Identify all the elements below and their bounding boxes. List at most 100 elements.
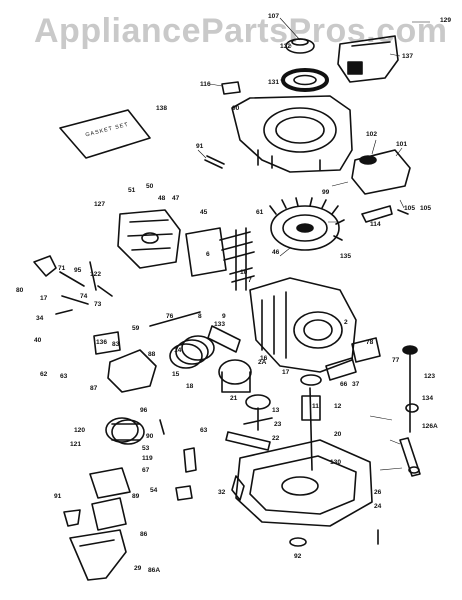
callout-11: 11 bbox=[312, 403, 319, 410]
callout-24: 24 bbox=[374, 503, 382, 510]
part-cap-assembly bbox=[337, 35, 399, 83]
callout-18: 18 bbox=[186, 383, 194, 390]
part-air-cleaner-housing bbox=[69, 529, 127, 581]
callout-7: 7 bbox=[248, 277, 252, 284]
callout-119: 119 bbox=[142, 455, 153, 462]
part-fuel-tank bbox=[351, 149, 411, 195]
callout-91: 91 bbox=[54, 493, 62, 500]
callout-51: 51 bbox=[128, 187, 136, 194]
callout-63: 63 bbox=[60, 373, 68, 380]
part-131-ring bbox=[281, 68, 329, 92]
callout-63: 63 bbox=[200, 427, 208, 434]
part-76-rod bbox=[149, 311, 201, 327]
callout-133: 133 bbox=[214, 321, 225, 328]
part-valves bbox=[219, 227, 255, 291]
part-36-pin bbox=[159, 419, 165, 435]
part-126a-tube bbox=[399, 437, 421, 477]
gasket-set-label: GASKET SET bbox=[85, 122, 130, 139]
callout-54: 54 bbox=[150, 487, 158, 494]
part-90-filter bbox=[91, 497, 127, 531]
part-crankshaft bbox=[300, 374, 322, 471]
callout-10: 10 bbox=[240, 269, 248, 276]
callout-46: 46 bbox=[272, 249, 280, 256]
callout-29: 29 bbox=[134, 565, 142, 572]
callout-83: 83 bbox=[112, 341, 120, 348]
callout-34: 34 bbox=[36, 315, 44, 322]
part-37 bbox=[325, 357, 357, 381]
callout-91: 91 bbox=[196, 143, 204, 150]
callout-17: 17 bbox=[282, 369, 290, 376]
callout-67: 67 bbox=[142, 467, 150, 474]
callout-92: 92 bbox=[294, 553, 302, 560]
callout-123: 123 bbox=[424, 373, 435, 380]
part-105-screw bbox=[397, 209, 409, 215]
part-piston-rings bbox=[169, 335, 215, 369]
callout-89: 89 bbox=[132, 493, 140, 500]
callout-88: 88 bbox=[148, 351, 156, 358]
callout-62: 62 bbox=[40, 371, 48, 378]
callout-40: 40 bbox=[34, 337, 42, 344]
callout-9: 9 bbox=[222, 313, 226, 320]
callout-86: 86 bbox=[140, 531, 148, 538]
part-gasket-set bbox=[59, 109, 151, 159]
callout-96: 96 bbox=[140, 407, 148, 414]
callout-134: 134 bbox=[422, 395, 433, 402]
callout-13: 13 bbox=[272, 407, 280, 414]
part-intake-assembly bbox=[117, 209, 181, 269]
callout-129: 129 bbox=[440, 17, 451, 24]
part-muffler bbox=[105, 417, 145, 445]
callout-48: 48 bbox=[158, 195, 166, 202]
callout-26: 26 bbox=[374, 489, 382, 496]
callout-105: 105 bbox=[404, 205, 415, 212]
callout-12: 12 bbox=[334, 403, 342, 410]
part-116 bbox=[221, 81, 241, 95]
callout-95: 95 bbox=[74, 267, 82, 274]
part-53 bbox=[183, 447, 197, 473]
callout-76: 76 bbox=[166, 313, 174, 320]
part-45-gasket bbox=[185, 227, 227, 277]
callout-87: 87 bbox=[90, 385, 98, 392]
callout-45: 45 bbox=[200, 209, 208, 216]
callout-90: 90 bbox=[232, 105, 240, 112]
callout-120: 120 bbox=[74, 427, 85, 434]
callout-50: 50 bbox=[146, 183, 154, 190]
part-54 bbox=[175, 485, 193, 501]
callout-53: 53 bbox=[142, 445, 150, 452]
callout-136: 136 bbox=[96, 339, 107, 346]
callout-16: 16 bbox=[260, 355, 268, 362]
part-piston bbox=[218, 359, 252, 393]
callout-131: 131 bbox=[268, 79, 279, 86]
callout-8: 8 bbox=[198, 313, 202, 320]
part-134 bbox=[405, 403, 419, 413]
callout-132: 132 bbox=[280, 43, 291, 50]
part-126 bbox=[408, 466, 420, 474]
part-22 bbox=[225, 431, 271, 451]
part-blower-housing bbox=[231, 95, 353, 173]
part-carburetor bbox=[93, 331, 157, 393]
callout-107: 107 bbox=[268, 13, 279, 20]
callout-47: 47 bbox=[172, 195, 180, 202]
callout-2a: 2A bbox=[258, 359, 267, 366]
callout-22: 22 bbox=[272, 435, 280, 442]
callout-86a: 86A bbox=[148, 567, 160, 574]
callout-71: 71 bbox=[58, 265, 66, 272]
part-26-seal bbox=[289, 537, 307, 547]
callout-21: 21 bbox=[230, 395, 238, 402]
callout-2: 2 bbox=[344, 319, 348, 326]
part-connecting-rod bbox=[207, 325, 241, 353]
part-sump-base bbox=[235, 439, 373, 527]
callout-78: 78 bbox=[366, 339, 374, 346]
part-78 bbox=[351, 337, 381, 363]
callout-74: 74 bbox=[80, 293, 88, 300]
callout-137: 137 bbox=[402, 53, 413, 60]
callout-116: 116 bbox=[200, 81, 211, 88]
part-114 bbox=[361, 205, 393, 223]
callout-138: 138 bbox=[156, 105, 167, 112]
part-flywheel bbox=[269, 197, 345, 251]
callout-6: 6 bbox=[206, 251, 210, 258]
callout-101: 101 bbox=[396, 141, 407, 148]
part-91 bbox=[204, 155, 225, 169]
part-132 bbox=[285, 38, 315, 54]
